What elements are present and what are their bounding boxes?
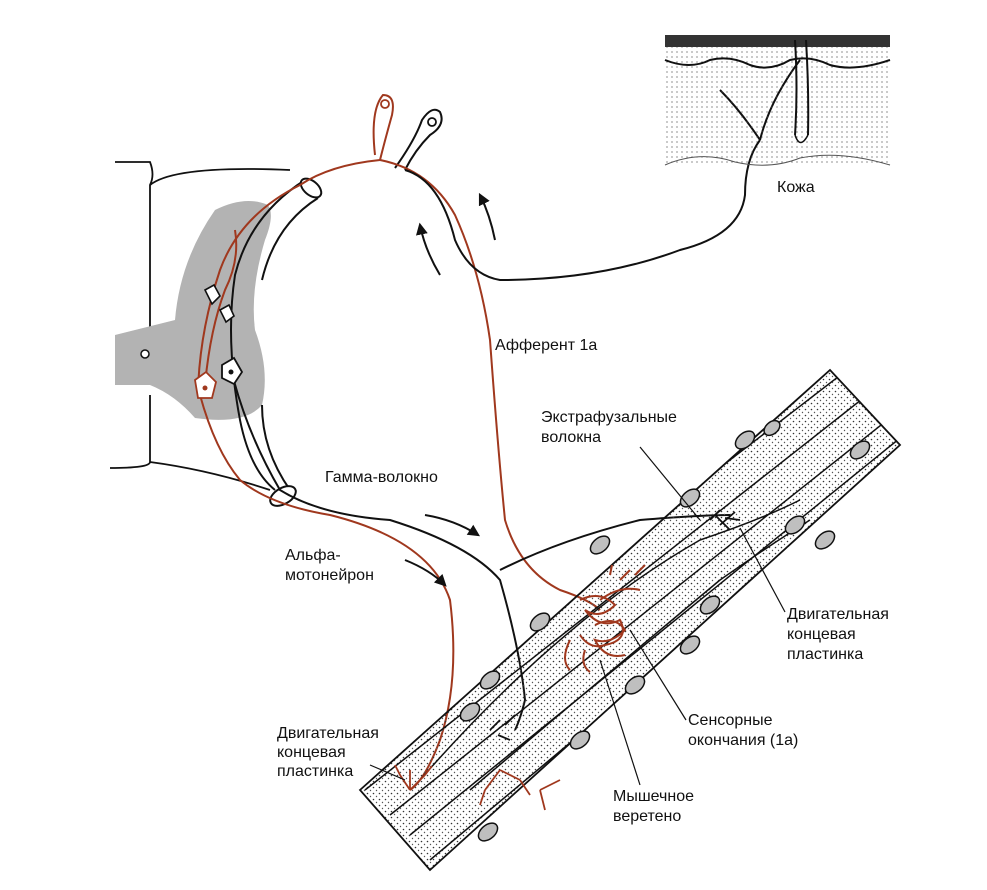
- spinal-neurons: [194, 283, 244, 399]
- spinal-cord: [109, 161, 291, 491]
- grey-matter: [115, 201, 271, 420]
- direction-arrows: [404, 192, 496, 587]
- gamma-fiber-label: Гамма-волокно: [325, 469, 438, 486]
- alpha-motoneuron-label-line2: мотонейрон: [285, 567, 374, 584]
- endplate-right-label-line2: концевая: [787, 626, 856, 643]
- gamma-fiber: [229, 364, 527, 731]
- afferent-1a-fiber: [197, 159, 381, 391]
- extrafusal-label-line2: волокна: [541, 429, 602, 446]
- muscle-spindle-label-line1: Мышечное: [613, 788, 694, 805]
- skin: [664, 35, 891, 166]
- alpha-motoneuron-label-line1: Альфа-: [285, 547, 341, 564]
- spinal-cord-outline: [109, 161, 154, 469]
- extrafusal-label-line1: Экстрафузальные: [541, 409, 677, 426]
- arrow-alpha: [404, 559, 447, 587]
- spinal-cord-right-outline: [149, 168, 291, 186]
- ganglion-afferent: [372, 93, 394, 161]
- endplate-left-label-line3: пластинка: [277, 763, 354, 780]
- motor-end-plates: [394, 509, 741, 811]
- central-canal: [140, 349, 150, 359]
- endplate-right-label-line1: Двигательная: [787, 606, 889, 623]
- endplate-left: [394, 764, 433, 791]
- afferent-label: Афферент 1а: [495, 337, 598, 354]
- endplate-right-label-line3: пластинка: [787, 646, 864, 663]
- arrow-afferent-2: [478, 192, 496, 241]
- sensory-endings: [564, 564, 646, 673]
- arrow-afferent-1: [416, 222, 441, 276]
- sensory-endings-label-line2: окончания (1а): [688, 732, 799, 749]
- root-ganglia: [372, 93, 443, 171]
- endplate-right: [709, 509, 741, 531]
- endplate-left-label-line1: Двигательная: [277, 725, 379, 742]
- endplate-left-label-line2: концевая: [277, 744, 346, 761]
- muscle-spindle-label-line2: веретено: [613, 808, 682, 825]
- skin-afferent-fiber: [404, 139, 761, 282]
- arrow-gamma: [424, 514, 481, 537]
- skin-label: Кожа: [777, 179, 815, 196]
- endplate-spindle: [489, 714, 516, 741]
- sensory-endings-label-line1: Сенсорные: [688, 712, 773, 729]
